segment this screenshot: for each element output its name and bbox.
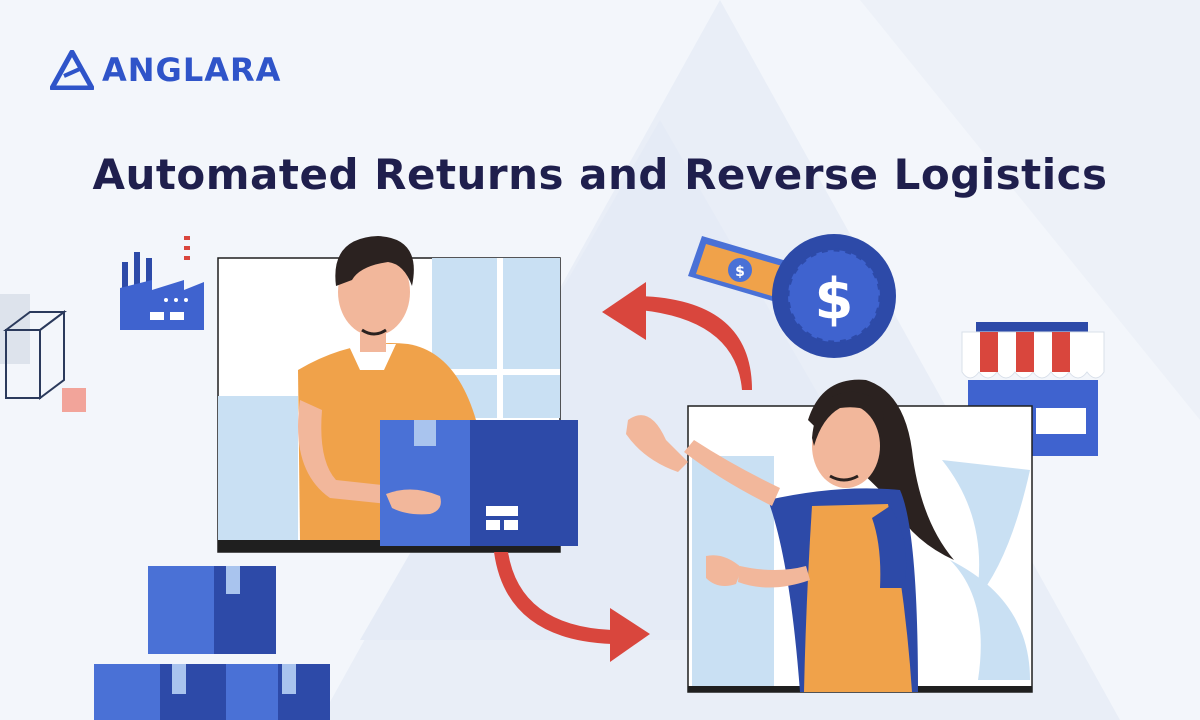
- money-bill-icon: $: [688, 236, 790, 302]
- bill-dollar-symbol: $: [735, 264, 745, 280]
- page-title: Automated Returns and Reverse Logistics: [92, 150, 1108, 199]
- box-stack-icon: [94, 566, 330, 720]
- cube-outline-icon: [0, 294, 86, 412]
- forward-arrow-icon: [494, 552, 650, 662]
- return-arrow-icon: [602, 282, 752, 390]
- triangle-logo-icon: [50, 50, 94, 90]
- package-box: [380, 420, 578, 546]
- brand-name: ANGLARA: [102, 51, 282, 89]
- brand-logo[interactable]: ANGLARA: [50, 50, 281, 90]
- woman-scene: [626, 379, 1033, 693]
- coin-dollar-symbol: $: [815, 267, 854, 332]
- factory-icon: [120, 236, 204, 330]
- dollar-coin-icon: $: [772, 234, 896, 358]
